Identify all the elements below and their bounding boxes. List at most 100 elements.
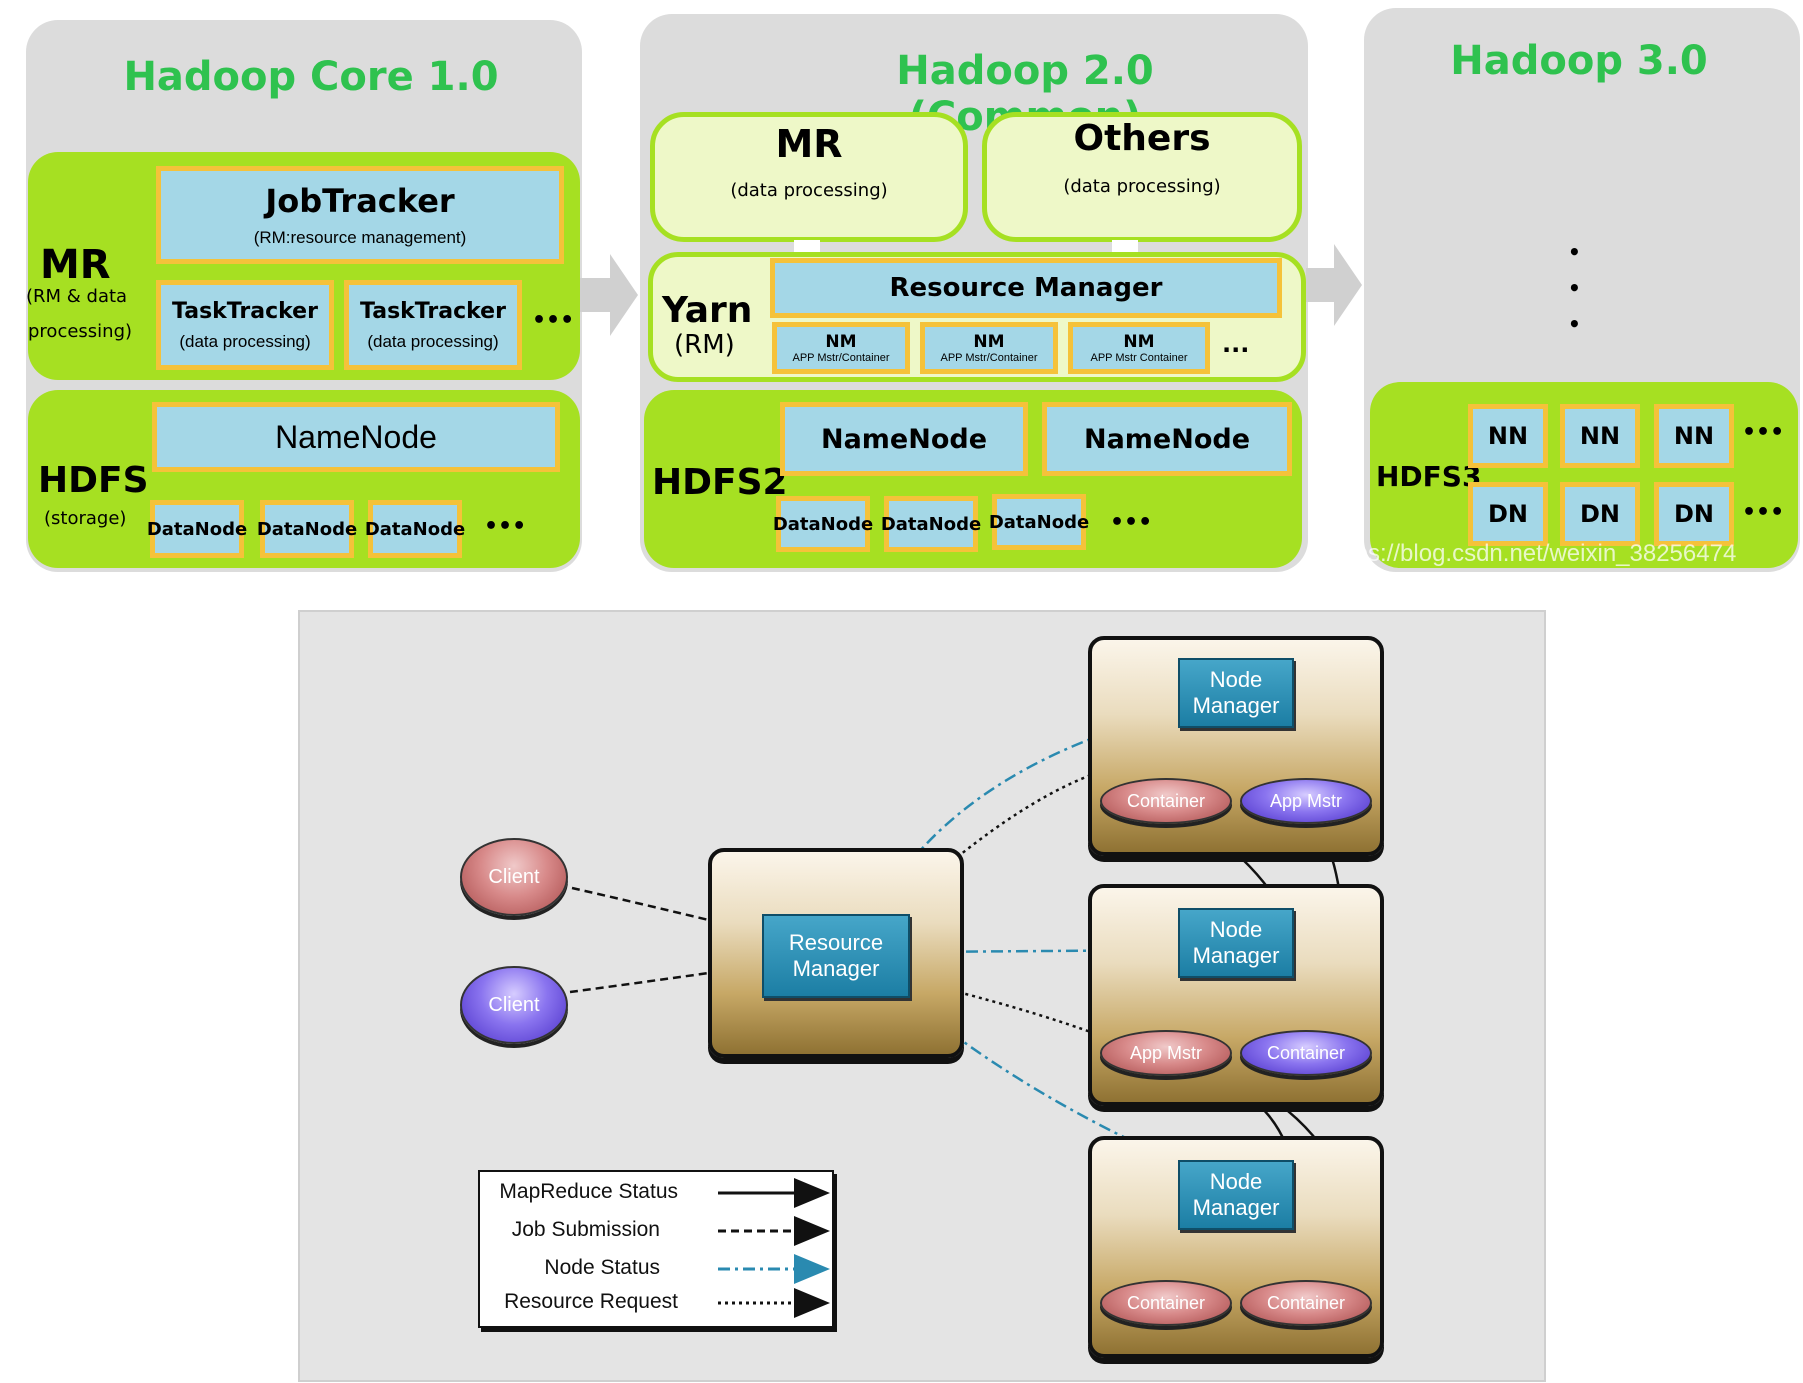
nm-line1: Node	[1209, 1169, 1263, 1194]
v2-mr-title: MR	[775, 122, 843, 166]
datanode-title: DataNode	[772, 513, 874, 535]
v2-hdfs-label: HDFS2	[652, 462, 788, 503]
v2-yarn-sub: (RM)	[674, 330, 735, 360]
v1-hdfs-sub: (storage)	[44, 508, 127, 529]
v2-datanode-box: DataNode	[880, 496, 982, 552]
datanode-title: DataNode	[364, 518, 466, 540]
v1-datanode-box: DataNode	[364, 500, 466, 558]
client-label: Client	[488, 865, 540, 888]
v3-dn-dots: •••	[1742, 500, 1785, 525]
v1-namenode-box: NameNode	[152, 402, 560, 472]
app-master-ellipse: App Mstr	[1100, 1030, 1232, 1076]
tasktracker-title: TaskTracker	[360, 298, 506, 324]
tasktracker-box-2: TaskTracker (data processing)	[344, 280, 522, 370]
nm-title: NM	[825, 332, 857, 352]
client-label: Client	[488, 993, 540, 1016]
nm-title: NM	[973, 332, 1005, 352]
app-master-label: App Mstr	[1129, 1042, 1203, 1063]
legend-label-mapreduce-status: MapReduce Status	[499, 1180, 678, 1203]
dn-title: DN	[1673, 500, 1714, 528]
nm-sub: APP Mstr/Container	[792, 352, 890, 364]
dn-box: DN	[1654, 482, 1734, 546]
legend-label-resource-request: Resource Request	[504, 1290, 678, 1313]
v1-mr-label: MR	[40, 242, 111, 288]
v2-nm-dots: ...	[1222, 330, 1250, 358]
legend: MapReduce Status Job Submission Node Sta…	[478, 1170, 834, 1328]
v3-hdfs-label: HDFS3	[1376, 460, 1482, 493]
container-label: Container	[1126, 790, 1206, 811]
job-submission-line	[569, 957, 763, 994]
nn-title: NN	[1487, 422, 1529, 450]
nm-box: NM APP Mstr/Container	[920, 322, 1058, 374]
dn-title: DN	[1579, 500, 1620, 528]
nm-sub: APP Mstr/Container	[940, 352, 1038, 364]
v2-mr-box	[650, 112, 968, 242]
v1-mr-sub1: (RM & data	[26, 286, 128, 307]
nm-box: NM APP Mstr Container	[1068, 322, 1210, 374]
nm-box: NM APP Mstr/Container	[772, 322, 910, 374]
app-master-label: App Mstr	[1269, 790, 1343, 811]
container-label: Container	[1266, 1292, 1346, 1313]
app-master-ellipse: App Mstr	[1240, 778, 1372, 824]
datanode-title: DataNode	[256, 518, 358, 540]
v2-mr-sub: (data processing)	[730, 180, 888, 201]
nm-line2: Manager	[1192, 943, 1280, 968]
nn-box: NN	[1468, 404, 1548, 468]
rm-line2: Manager	[792, 956, 880, 981]
hadoop3-title: Hadoop 3.0	[1450, 38, 1708, 84]
node-manager-box: Node Manager	[1178, 908, 1294, 978]
container-ellipse: Container	[1240, 1280, 1372, 1326]
legend-label-job-submission: Job Submission	[511, 1218, 660, 1241]
nm-sub: APP Mstr Container	[1090, 352, 1188, 364]
resource-manager-box: Resource Manager	[770, 258, 1282, 318]
nm-line1: Node	[1209, 667, 1263, 692]
v2-others-box	[982, 112, 1302, 242]
v2-namenode-box: NameNode	[1042, 402, 1292, 476]
namenode-title: NameNode	[1083, 423, 1251, 455]
upgrade-arrow-icon	[580, 254, 638, 336]
v2-yarn-label: Yarn	[662, 290, 753, 331]
upgrade-arrow-icon	[1306, 244, 1362, 326]
v2-hdfs-dots: •••	[1110, 510, 1153, 535]
datanode-title: DataNode	[880, 513, 982, 535]
node-manager-box: Node Manager	[1178, 1160, 1294, 1230]
namenode-title: NameNode	[820, 423, 988, 455]
v1-mr-dots: •••	[532, 308, 575, 333]
resource-manager-title: Resource Manager	[889, 273, 1163, 303]
nn-box: NN	[1560, 404, 1640, 468]
v1-hdfs-label: HDFS	[38, 460, 149, 501]
dn-box: DN	[1468, 482, 1548, 546]
namenode-title: NameNode	[275, 418, 437, 455]
tasktracker-box-1: TaskTracker (data processing)	[156, 280, 334, 370]
jobtracker-title: JobTracker	[265, 182, 455, 220]
v3-nn-dots: •••	[1742, 420, 1785, 445]
v2-others-title: Others	[1073, 118, 1211, 159]
v2-namenode-box: NameNode	[780, 402, 1028, 476]
dn-title: DN	[1487, 500, 1528, 528]
v1-mr-sub2: processing)	[28, 321, 133, 342]
nm-line1: Node	[1209, 917, 1263, 942]
container-label: Container	[1126, 1292, 1206, 1313]
tasktracker-sub: (data processing)	[367, 331, 499, 351]
resource-manager-box: Resource Manager	[762, 914, 910, 998]
hadoop1-title: Hadoop Core 1.0	[123, 54, 499, 100]
v2-datanode-box: DataNode	[772, 496, 874, 552]
v2-connector	[794, 240, 820, 254]
nm-line2: Manager	[1192, 1195, 1280, 1220]
v2-connector	[1112, 240, 1138, 254]
node-manager-box: Node Manager	[1178, 658, 1294, 728]
rm-line1: Resource	[788, 930, 884, 955]
datanode-title: DataNode	[146, 518, 248, 540]
legend-label-node-status: Node Status	[544, 1256, 660, 1279]
nn-title: NN	[1579, 422, 1621, 450]
watermark: https://blog.csdn.net/weixin_38256474	[1328, 540, 1737, 567]
v2-datanode-box: DataNode	[989, 494, 1089, 550]
v1-hdfs-dots: •••	[484, 514, 527, 539]
v1-datanode-box: DataNode	[146, 500, 248, 558]
legend-swatches	[718, 1178, 830, 1318]
v2-others-sub: (data processing)	[1063, 176, 1221, 197]
nm-line2: Manager	[1192, 693, 1280, 718]
client-ellipse: Client	[460, 966, 568, 1044]
container-ellipse: Container	[1100, 778, 1232, 824]
